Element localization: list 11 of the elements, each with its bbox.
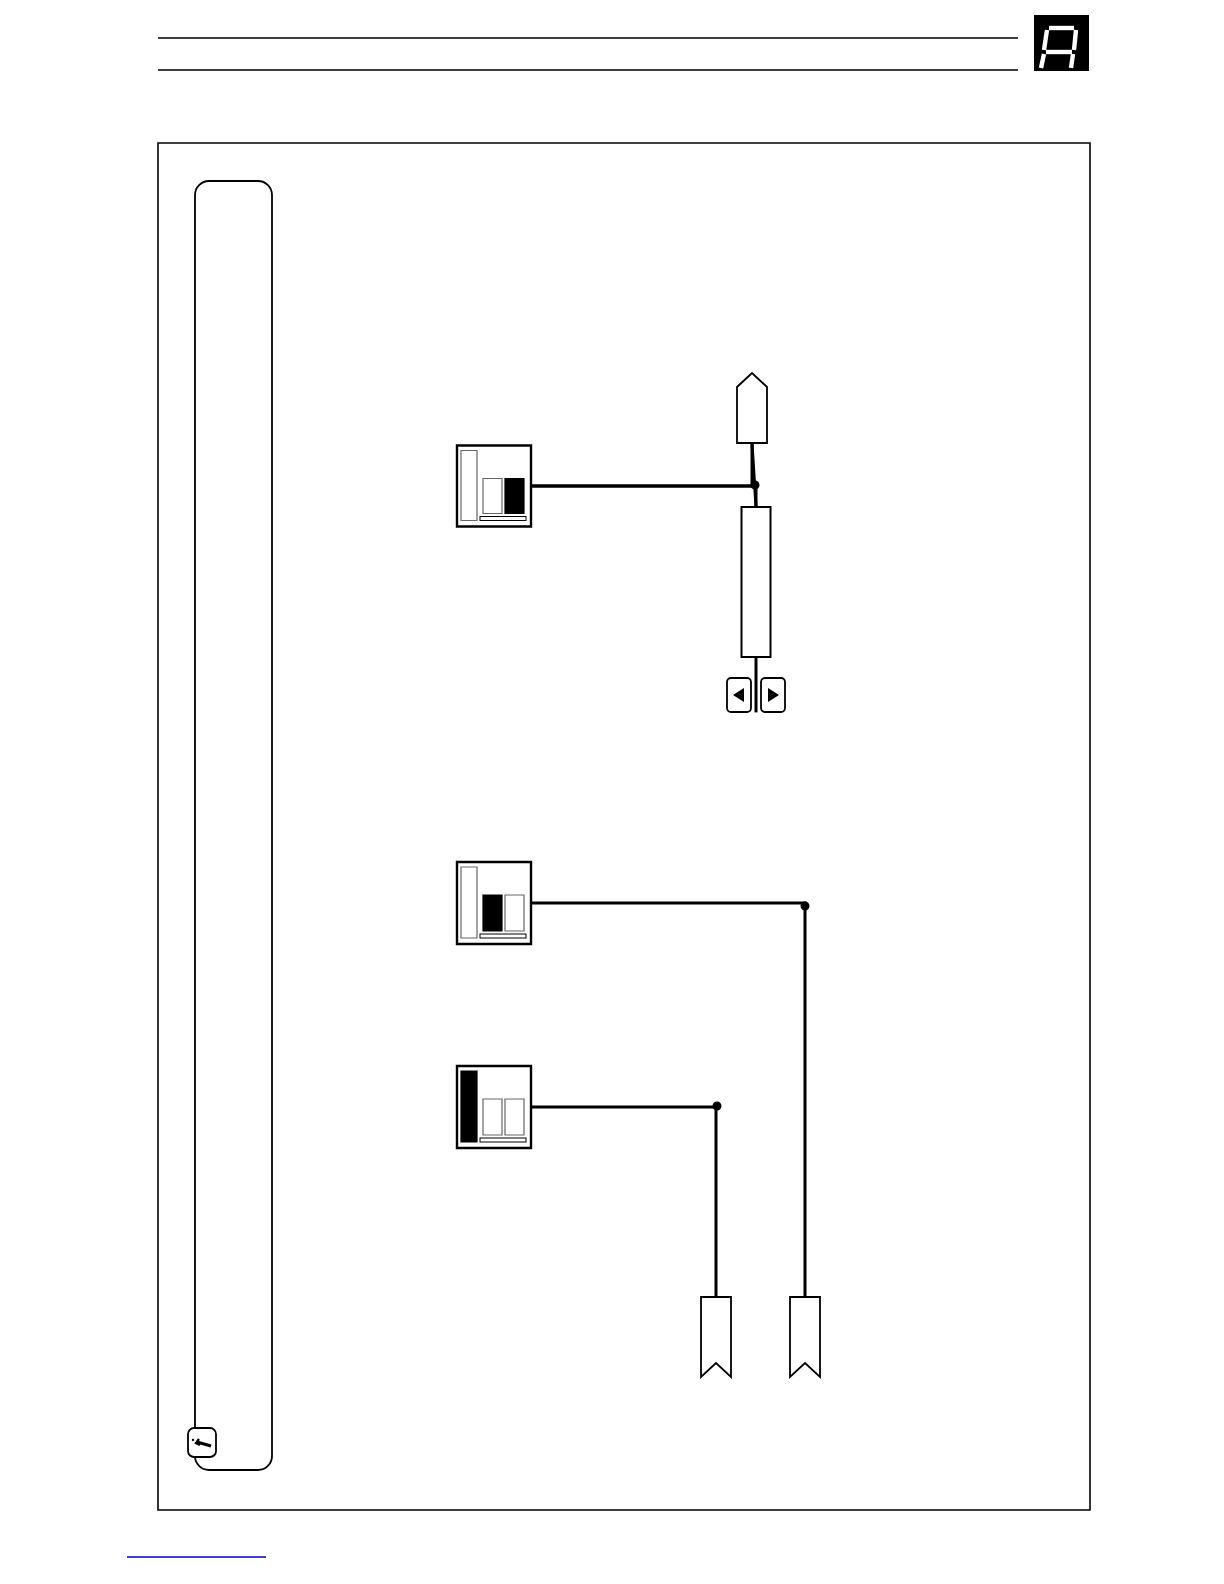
- wire: [531, 484, 758, 507]
- component-box: [740, 506, 772, 658]
- connector-symbol: [700, 1296, 732, 1380]
- connector-symbol: [736, 371, 768, 444]
- wire: [531, 1105, 718, 1297]
- wire: [750, 443, 758, 507]
- switch-box: [455, 860, 533, 946]
- switch-box: [455, 1064, 533, 1150]
- connector-symbol: [789, 1296, 821, 1380]
- switch-box: [455, 444, 533, 528]
- wire: [531, 901, 807, 1297]
